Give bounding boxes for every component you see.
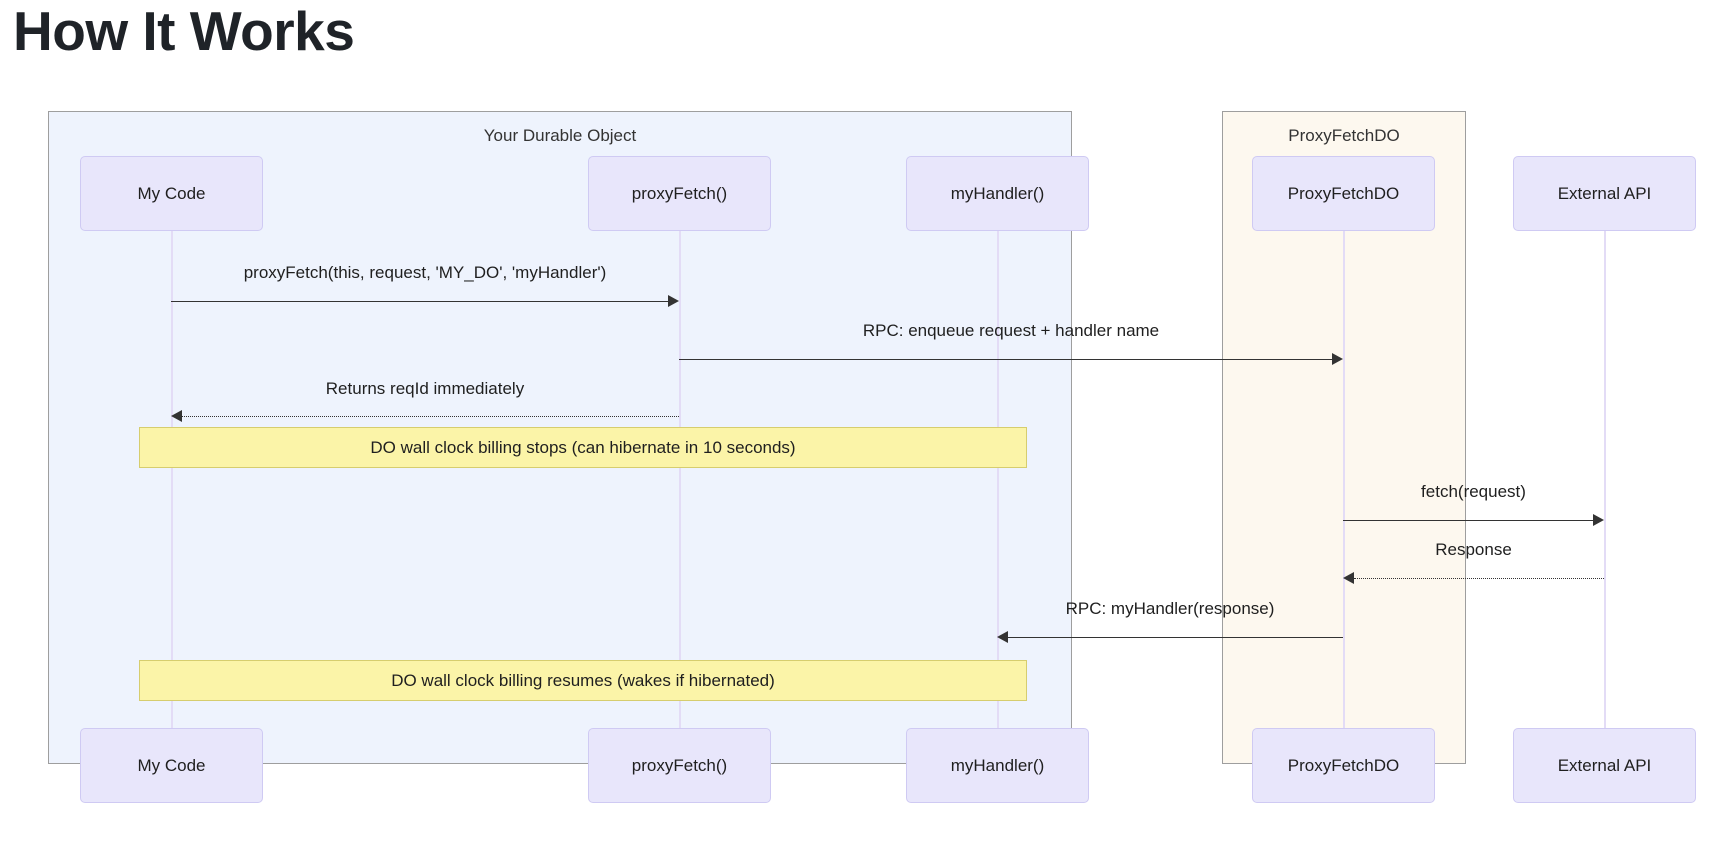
sequence-diagram: Your Durable Object ProxyFetchDO My Code… bbox=[0, 100, 1714, 860]
message-arrowhead-proxy-fetch-call bbox=[668, 295, 679, 307]
message-arrowhead-response bbox=[1343, 572, 1354, 584]
participant-top-proxy-fetch[interactable]: proxyFetch() bbox=[588, 156, 771, 231]
participant-bottom-my-code[interactable]: My Code bbox=[80, 728, 263, 803]
message-label-rpc-my-handler: RPC: myHandler(response) bbox=[1065, 599, 1275, 618]
participant-label: My Code bbox=[137, 183, 206, 203]
message-line-returns-reqid bbox=[182, 416, 679, 417]
lifeline-external-api bbox=[1604, 156, 1606, 764]
participant-bottom-proxy-fetch[interactable]: proxyFetch() bbox=[588, 728, 771, 803]
message-arrowhead-rpc-my-handler bbox=[997, 631, 1008, 643]
participant-bottom-my-handler[interactable]: myHandler() bbox=[906, 728, 1089, 803]
note-billing-stops: DO wall clock billing stops (can hiberna… bbox=[139, 427, 1027, 468]
message-line-fetch-request bbox=[1343, 520, 1594, 521]
message-line-rpc-my-handler bbox=[1008, 637, 1343, 638]
participant-top-my-code[interactable]: My Code bbox=[80, 156, 263, 231]
message-label-rpc-enqueue: RPC: enqueue request + handler name bbox=[862, 321, 1160, 340]
note-text: DO wall clock billing resumes (wakes if … bbox=[391, 670, 775, 690]
participant-label: myHandler() bbox=[950, 183, 1045, 203]
participant-label: My Code bbox=[137, 755, 206, 775]
message-arrowhead-fetch-request bbox=[1593, 514, 1604, 526]
participant-top-proxy-fetch-do[interactable]: ProxyFetchDO bbox=[1252, 156, 1435, 231]
message-label-fetch-request: fetch(request) bbox=[1421, 482, 1526, 501]
participant-bottom-proxy-fetch-do[interactable]: ProxyFetchDO bbox=[1252, 728, 1435, 803]
note-text: DO wall clock billing stops (can hiberna… bbox=[370, 437, 796, 457]
lifeline-proxy-fetch-do bbox=[1343, 156, 1345, 764]
participant-label: External API bbox=[1557, 755, 1652, 775]
note-billing-resumes: DO wall clock billing resumes (wakes if … bbox=[139, 660, 1027, 701]
participant-label: proxyFetch() bbox=[631, 183, 728, 203]
message-line-response bbox=[1354, 578, 1604, 579]
group-label-proxy-fetch-do: ProxyFetchDO bbox=[1288, 126, 1400, 145]
group-label-your-durable-object: Your Durable Object bbox=[483, 126, 637, 145]
participant-label: ProxyFetchDO bbox=[1287, 755, 1400, 775]
message-line-proxy-fetch-call bbox=[171, 301, 669, 302]
participant-label: External API bbox=[1557, 183, 1652, 203]
message-arrowhead-rpc-enqueue bbox=[1332, 353, 1343, 365]
message-label-returns-reqid: Returns reqId immediately bbox=[325, 379, 525, 398]
participant-top-external-api[interactable]: External API bbox=[1513, 156, 1696, 231]
participant-label: proxyFetch() bbox=[631, 755, 728, 775]
participant-bottom-external-api[interactable]: External API bbox=[1513, 728, 1696, 803]
message-arrowhead-returns-reqid bbox=[171, 410, 182, 422]
message-label-proxy-fetch-call: proxyFetch(this, request, 'MY_DO', 'myHa… bbox=[243, 263, 607, 282]
participant-top-my-handler[interactable]: myHandler() bbox=[906, 156, 1089, 231]
message-line-rpc-enqueue bbox=[679, 359, 1333, 360]
page-title: How It Works bbox=[13, 0, 355, 62]
participant-label: ProxyFetchDO bbox=[1287, 183, 1400, 203]
message-label-response: Response bbox=[1435, 540, 1512, 559]
participant-label: myHandler() bbox=[950, 755, 1045, 775]
